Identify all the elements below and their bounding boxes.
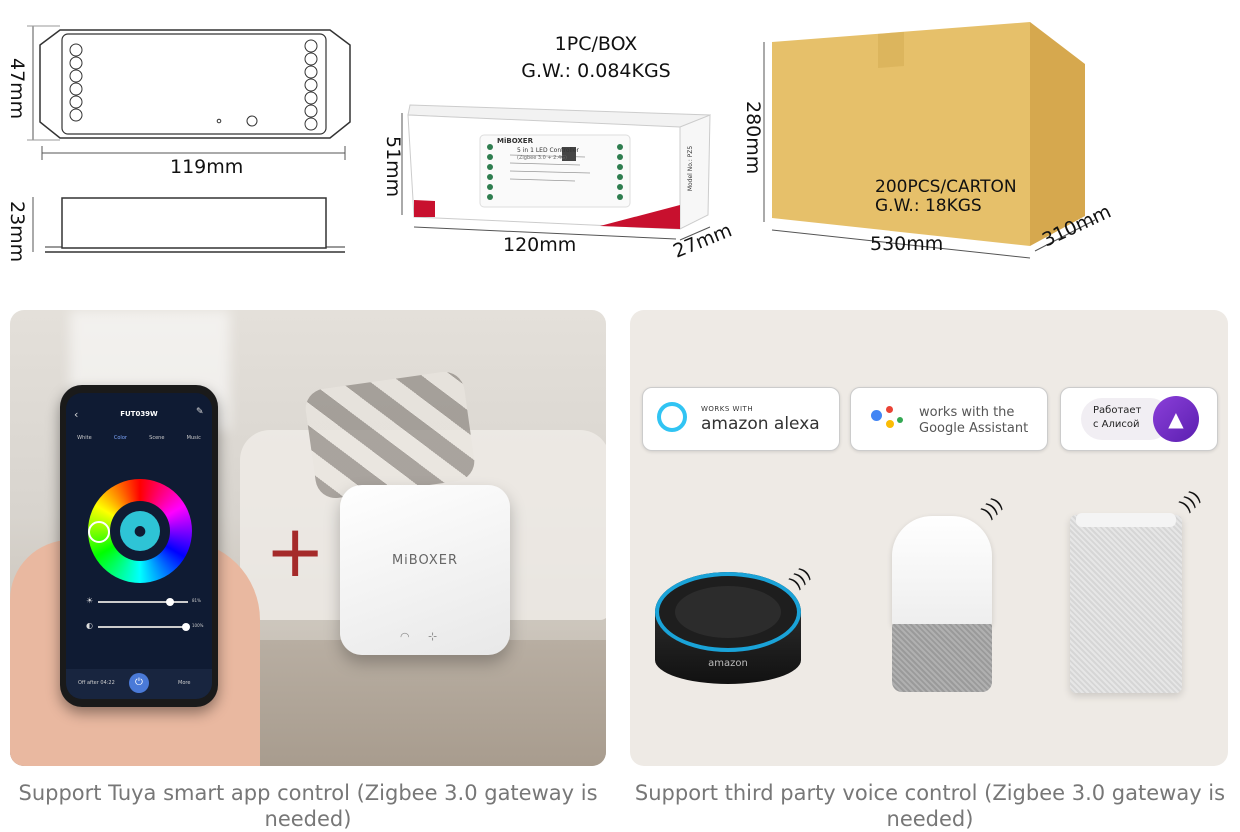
color-picker-handle[interactable] — [88, 521, 110, 543]
google-line1: works with the — [919, 405, 1015, 420]
more-label[interactable]: More — [178, 680, 191, 686]
phone-tabs: White Color Scene Music — [66, 435, 212, 441]
sound-wave-icon: ))) — [1175, 486, 1206, 517]
tab-music[interactable]: Music — [186, 435, 201, 441]
plus-sign: + — [265, 509, 326, 593]
controller-depth-label: 23mm — [6, 201, 28, 263]
brightness-slider[interactable] — [98, 598, 188, 606]
carton-info-line1: 200PCS/CARTON — [875, 177, 1017, 197]
tuya-app-panel: + MiBOXER ◠ ⊹ ‹ FUT039W ✎ White Color Sc… — [10, 310, 606, 766]
echo-label: amazon — [708, 658, 748, 669]
yandex-station-device — [1070, 513, 1182, 693]
box-info-line2: G.W.: 0.084KGS — [521, 60, 671, 82]
google-home-device — [892, 516, 992, 692]
cushion — [303, 369, 477, 501]
tab-color[interactable]: Color — [113, 435, 127, 441]
controller-height-label: 47mm — [6, 58, 28, 120]
saturation-value: 100% — [192, 623, 204, 628]
alice-line1: Работает — [1093, 405, 1142, 416]
google-assistant-badge: works with the Google Assistant — [850, 387, 1048, 451]
saturation-slider[interactable] — [98, 623, 190, 631]
zigbee-gateway: MiBOXER ◠ ⊹ — [340, 485, 510, 655]
edit-icon[interactable]: ✎ — [196, 407, 204, 417]
carton-length-label: 530mm — [870, 233, 944, 255]
device-name: FUT039W — [120, 410, 158, 418]
box-height-label: 51mm — [382, 136, 404, 198]
timer-label[interactable]: Off after 04:22 — [78, 680, 115, 686]
alexa-badge: WORKS WITH amazon alexa — [642, 387, 840, 451]
voice-control-panel: WORKS WITH amazon alexa works with the G… — [630, 310, 1228, 766]
phone-footer: Off after 04:22 ⏻ More — [66, 669, 212, 699]
alice-badge: Работает с Алисой ▲ — [1060, 387, 1218, 451]
controller-length-label: 119mm — [170, 156, 244, 178]
tab-scene[interactable]: Scene — [149, 435, 165, 441]
box-title-text: 5 in 1 LED Controller — [517, 147, 580, 154]
power-button[interactable]: ⏻ — [129, 673, 149, 693]
network-icon: ⊹ — [428, 630, 438, 643]
alexa-icon — [657, 402, 687, 432]
tab-white[interactable]: White — [77, 435, 92, 441]
alice-icon: ▲ — [1153, 396, 1199, 442]
carton-height-label: 280mm — [742, 101, 764, 175]
alexa-big-text: amazon alexa — [701, 414, 820, 434]
box-length-label: 120mm — [503, 234, 577, 256]
gateway-brand: MiBOXER — [391, 553, 459, 568]
brightness-value: 81% — [192, 598, 201, 603]
amazon-echo-dot: amazon — [655, 572, 801, 688]
google-assistant-icon — [871, 406, 907, 436]
tuya-caption: Support Tuya smart app control (Zigbee 3… — [18, 781, 598, 831]
google-line2: Google Assistant — [919, 421, 1029, 436]
voice-caption: Support third party voice control (Zigbe… — [634, 781, 1226, 831]
alexa-small-text: WORKS WITH — [701, 405, 754, 413]
box-subtitle-text: (Zigbee 3.0 + 2.4G) — [517, 155, 567, 161]
box-info-line1: 1PC/BOX — [554, 33, 638, 55]
carton-illustration — [763, 22, 1096, 259]
box-brand-text: MiBOXER — [497, 137, 533, 145]
contrast-icon: ◐ — [86, 621, 93, 630]
brightness-icon: ☀ — [86, 596, 94, 605]
color-wheel[interactable]: ● — [88, 479, 192, 583]
phone-screen: ‹ FUT039W ✎ White Color Scene Music ● ☀ … — [66, 393, 212, 699]
product-box-illustration — [401, 104, 711, 241]
controller-top-drawing — [27, 25, 351, 253]
carton-info-line2: G.W.: 18KGS — [875, 196, 982, 216]
box-model-text: Model No.: PZ5 — [687, 145, 695, 192]
smartphone: ‹ FUT039W ✎ White Color Scene Music ● ☀ … — [60, 385, 218, 707]
back-icon[interactable]: ‹ — [74, 408, 79, 421]
bulb-icon: ● — [120, 511, 160, 551]
wifi-icon: ◠ — [400, 630, 410, 643]
alice-line2: с Алисой — [1093, 419, 1140, 430]
